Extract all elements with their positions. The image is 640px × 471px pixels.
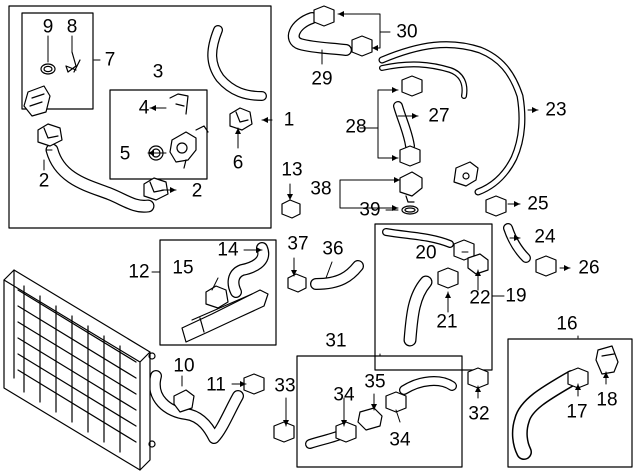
part-connector-10 <box>173 389 195 413</box>
callout-21: 21 <box>436 311 458 333</box>
callout-33: 33 <box>274 375 296 397</box>
callout-12: 12 <box>128 261 150 283</box>
callout-29: 29 <box>311 68 333 90</box>
group-box-16 <box>507 338 633 468</box>
callout-10: 10 <box>173 355 195 377</box>
group-box-12 <box>159 239 277 346</box>
part-flange-23 <box>453 161 479 187</box>
part-clamp-28a <box>401 75 423 97</box>
part-connector-7 <box>23 85 51 117</box>
callout-36: 36 <box>322 238 344 260</box>
part-clamp-34b <box>385 391 407 413</box>
callout-4: 4 <box>138 97 150 119</box>
callout-19: 19 <box>505 285 527 307</box>
callout-5: 5 <box>119 143 131 165</box>
callout-28: 28 <box>345 116 367 138</box>
arrow-heads <box>148 11 609 426</box>
part-hose-6 <box>207 25 267 101</box>
part-flange-38 <box>399 171 423 203</box>
callout-37: 37 <box>287 233 309 255</box>
part-connector-22 <box>467 253 489 275</box>
group-box-3 <box>109 89 208 180</box>
part-clamp-37 <box>287 273 307 293</box>
callout-8: 8 <box>66 16 78 38</box>
callout-15: 15 <box>172 257 194 279</box>
part-clamp-30b <box>351 35 373 57</box>
part-clamp-17 <box>567 367 589 389</box>
part-clamp-30a <box>313 5 335 27</box>
part-pipe-12 <box>181 289 269 343</box>
callout-34b: 34 <box>389 429 411 451</box>
callout-14: 14 <box>217 239 239 261</box>
group-box-7 <box>21 12 94 110</box>
callout-16: 16 <box>556 313 578 335</box>
callout-24: 24 <box>534 226 556 248</box>
callout-35: 35 <box>364 371 386 393</box>
callout-6: 6 <box>232 152 244 174</box>
callout-38: 38 <box>310 178 332 200</box>
callout-17: 17 <box>566 401 588 423</box>
part-connector-35 <box>357 407 383 431</box>
callout-31: 31 <box>325 330 347 352</box>
part-clamp-2a <box>37 123 63 147</box>
callout-18: 18 <box>596 389 618 411</box>
callout-27: 27 <box>428 105 450 127</box>
callout-39: 39 <box>359 199 381 221</box>
part-radiator <box>3 269 156 471</box>
part-clip-8 <box>65 51 81 73</box>
part-clamp-15 <box>205 285 229 309</box>
callout-3: 3 <box>152 61 164 83</box>
callout-30: 30 <box>396 21 418 43</box>
group-box-19 <box>374 223 493 371</box>
group-box-1 <box>8 5 272 229</box>
part-clamp-33 <box>273 421 295 443</box>
part-clamp-13 <box>281 199 301 219</box>
callout-9: 9 <box>42 16 54 38</box>
part-clamp-26 <box>535 255 557 277</box>
part-connector-18 <box>595 345 619 375</box>
callout-1: 1 <box>283 109 295 131</box>
part-clamp-2b <box>143 177 169 201</box>
callout-2b: 2 <box>191 180 203 202</box>
callout-11: 11 <box>206 374 226 396</box>
callout-22: 22 <box>469 287 491 309</box>
callout-32: 32 <box>468 403 490 425</box>
callout-34a: 34 <box>333 384 355 406</box>
callout-13: 13 <box>281 159 303 181</box>
part-clamp-28b <box>399 145 421 167</box>
callout-2a: 2 <box>38 170 50 192</box>
part-oring-39 <box>401 205 419 215</box>
part-oring-9 <box>40 63 56 75</box>
part-clamp-32 <box>467 367 489 389</box>
part-clamp-34a <box>335 421 357 443</box>
part-clamp-25 <box>485 195 507 217</box>
callout-20: 20 <box>415 242 437 264</box>
callout-25: 25 <box>527 193 549 215</box>
part-clamp-11 <box>243 373 265 395</box>
part-clamp-21 <box>437 267 459 289</box>
part-clip-4 <box>169 93 189 115</box>
callout-7: 7 <box>104 49 116 71</box>
part-clamp-6 <box>229 107 253 131</box>
part-thermostat-housing <box>169 125 209 169</box>
callout-23: 23 <box>545 99 567 121</box>
callout-26: 26 <box>578 257 600 279</box>
